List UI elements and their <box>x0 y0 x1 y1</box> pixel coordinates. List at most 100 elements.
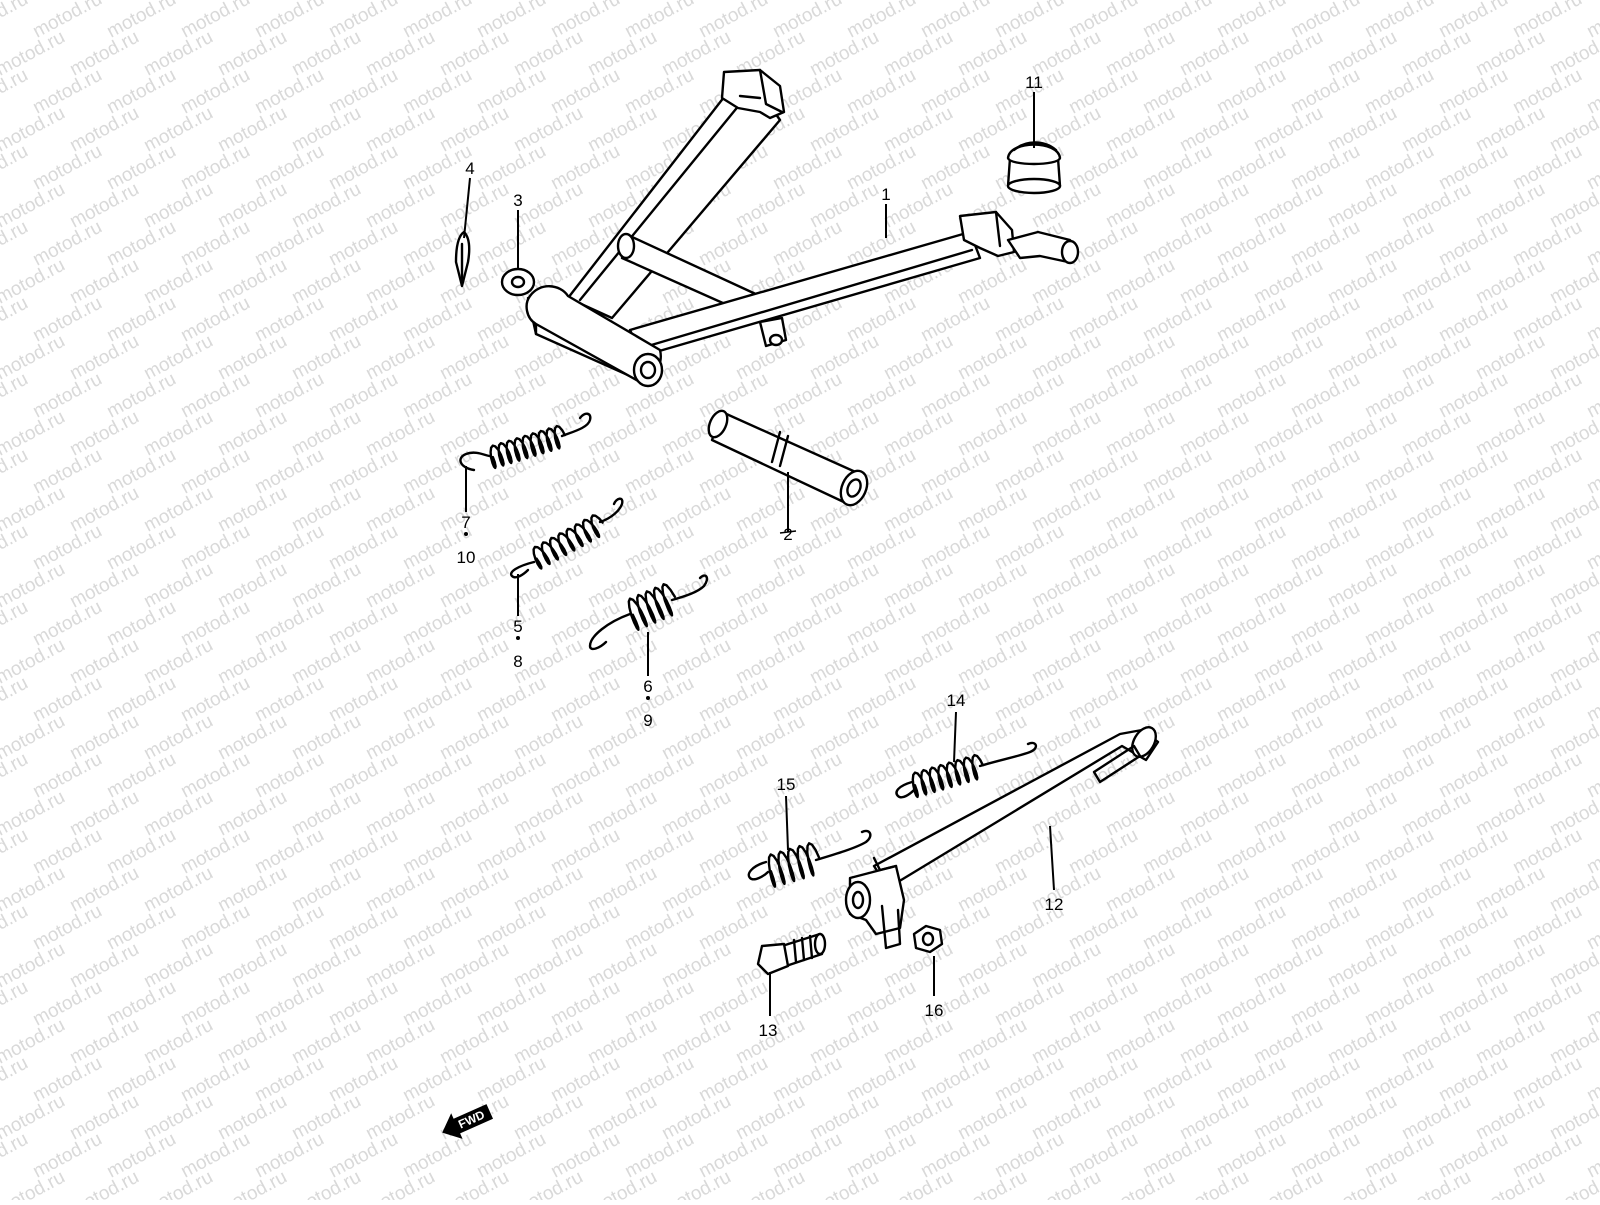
watermark-text: motod.ru <box>1472 331 1548 385</box>
watermark-text: motod.ru <box>436 787 512 841</box>
watermark-text: motod.ru <box>547 521 623 575</box>
watermark-text: motod.ru <box>658 635 734 689</box>
watermark-text: motod.ru <box>769 673 845 727</box>
watermark-text: motod.ru <box>1102 787 1178 841</box>
watermark-text: motod.ru <box>1139 597 1215 651</box>
watermark-text: motod.ru <box>954 407 1030 461</box>
watermark-text: motod.ru <box>29 369 105 423</box>
watermark-text: motod.ru <box>1250 559 1326 613</box>
watermark-text: motod.ru <box>288 331 364 385</box>
watermark-text: motod.ru <box>29 825 105 879</box>
watermark-text: motod.ru <box>1398 483 1474 537</box>
watermark-text: motod.ru <box>325 1053 401 1107</box>
watermark-text: motod.ru <box>991 977 1067 1031</box>
watermark-text: motod.ru <box>806 27 882 81</box>
watermark-text: motod.ru <box>769 1053 845 1107</box>
part-16-nut <box>912 924 944 954</box>
watermark-text: motod.ru <box>1472 483 1548 537</box>
watermark-text: motod.ru <box>695 521 771 575</box>
watermark-text: motod.ru <box>1028 483 1104 537</box>
watermark-text: motod.ru <box>1139 141 1215 195</box>
watermark-text: motod.ru <box>288 179 364 233</box>
watermark-text: motod.ru <box>1472 711 1548 765</box>
watermark-text: motod.ru <box>917 141 993 195</box>
watermark-text: motod.ru <box>473 65 549 119</box>
watermark-text: motod.ru <box>251 217 327 271</box>
watermark-text: motod.ru <box>66 635 142 689</box>
watermark-text: motod.ru <box>510 27 586 81</box>
callout-leaders <box>463 92 1055 1016</box>
watermark-text: motod.ru <box>103 369 179 423</box>
watermark-text: motod.ru <box>1102 1167 1178 1200</box>
watermark-text: motod.ru <box>806 331 882 385</box>
watermark-text: motod.ru <box>140 711 216 765</box>
watermark-text: motod.ru <box>806 1091 882 1145</box>
watermark-text: motod.ru <box>214 635 290 689</box>
watermark-text: motod.ru <box>695 825 771 879</box>
watermark-text: motod.ru <box>1065 597 1141 651</box>
watermark-text: motod.ru <box>1250 711 1326 765</box>
watermark-text: motod.ru <box>1361 673 1437 727</box>
watermark-text: motod.ru <box>1139 65 1215 119</box>
watermark-text: motod.ru <box>140 103 216 157</box>
watermark-text: motod.ru <box>1398 863 1474 917</box>
watermark-text: motod.ru <box>103 597 179 651</box>
watermark-text: motod.ru <box>362 711 438 765</box>
watermark-text: motod.ru <box>473 445 549 499</box>
watermark-text: motod.ru <box>880 407 956 461</box>
part-2-pivot-shaft <box>707 409 869 507</box>
watermark-text: motod.ru <box>880 103 956 157</box>
watermark-text: motod.ru <box>103 1129 179 1183</box>
spring-6-9 <box>588 574 709 651</box>
watermark-text: motod.ru <box>917 445 993 499</box>
watermark-text: motod.ru <box>1176 787 1252 841</box>
watermark-text: motod.ru <box>288 255 364 309</box>
watermark-text: motod.ru <box>510 787 586 841</box>
watermark-text: motod.ru <box>1398 179 1474 233</box>
watermark-text: motod.ru <box>325 825 401 879</box>
watermark-text: motod.ru <box>1028 331 1104 385</box>
watermark-text: motod.ru <box>806 1167 882 1200</box>
watermark-text: motod.ru <box>288 559 364 613</box>
watermark-text: motod.ru <box>1472 27 1548 81</box>
watermark-text: motod.ru <box>0 65 32 119</box>
watermark-text: motod.ru <box>954 1167 1030 1200</box>
callout-16: 16 <box>925 1001 944 1020</box>
watermark-text: motod.ru <box>362 331 438 385</box>
watermark-text: motod.ru <box>1398 1015 1474 1069</box>
watermark-text: motod.ru <box>29 217 105 271</box>
watermark-text: motod.ru <box>436 483 512 537</box>
watermark-text: motod.ru <box>1287 369 1363 423</box>
watermark-text: motod.ru <box>1324 483 1400 537</box>
watermark-text: motod.ru <box>621 1053 697 1107</box>
watermark-text: motod.ru <box>103 217 179 271</box>
watermark-text: motod.ru <box>325 65 401 119</box>
callout-6: 6 <box>643 677 652 696</box>
watermark-text: motod.ru <box>177 293 253 347</box>
watermark-text: motod.ru <box>621 445 697 499</box>
watermark-text: motod.ru <box>177 445 253 499</box>
watermark-text: motod.ru <box>0 901 32 955</box>
watermark-text: motod.ru <box>1028 1015 1104 1069</box>
watermark-text: motod.ru <box>1139 825 1215 879</box>
watermark-text: motod.ru <box>214 27 290 81</box>
callout-4: 4 <box>465 159 474 178</box>
watermark-text: motod.ru <box>1139 217 1215 271</box>
watermark-text: motod.ru <box>251 141 327 195</box>
spring-5-8 <box>509 497 624 579</box>
watermark-text: motod.ru <box>251 901 327 955</box>
watermark-text: motod.ru <box>436 1015 512 1069</box>
part-12-side-stand <box>844 726 1160 950</box>
watermark-text: motod.ru <box>1435 597 1511 651</box>
watermark-text: motod.ru <box>1102 331 1178 385</box>
watermark-text: motod.ru <box>103 825 179 879</box>
watermark-text: motod.ru <box>806 1015 882 1069</box>
watermark-text: motod.ru <box>399 597 475 651</box>
watermark-text: motod.ru <box>1287 217 1363 271</box>
watermark-text: motod.ru <box>251 293 327 347</box>
watermark-text: motod.ru <box>1472 1091 1548 1145</box>
watermark-text: motod.ru <box>547 65 623 119</box>
watermark-text: motod.ru <box>917 65 993 119</box>
watermark-text: motod.ru <box>769 217 845 271</box>
